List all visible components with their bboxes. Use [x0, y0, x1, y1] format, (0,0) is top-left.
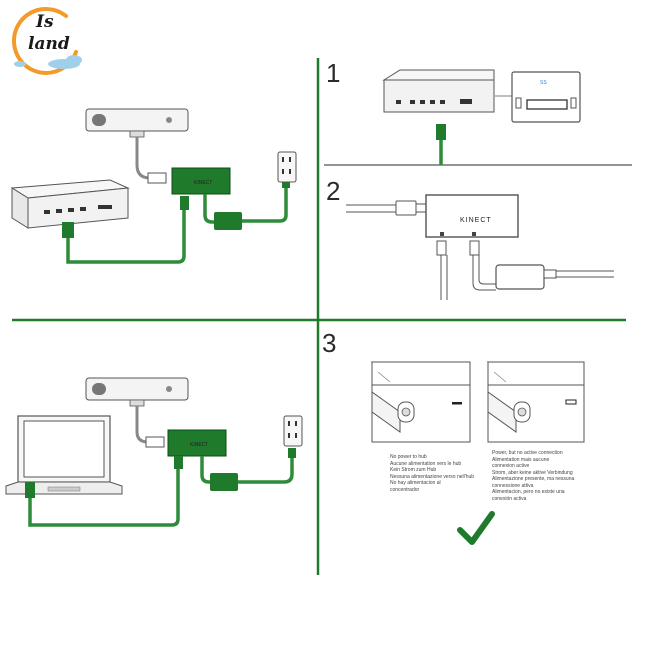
kinect-hub-icon: KINECT — [171, 167, 231, 195]
logo-ring-icon — [12, 6, 82, 75]
step-number-1: 1 — [326, 58, 341, 88]
panel-pc-setup: KINECT — [5, 377, 303, 527]
hub-label: KINECT — [460, 217, 492, 224]
hub-label: KINECT — [190, 442, 208, 448]
caption-power-no-connection: Power, but no active connection Alimenta… — [492, 450, 575, 502]
step-number-2: 2 — [326, 176, 341, 206]
panel-console-setup: KINECT — [10, 108, 297, 264]
power-adapter-icon — [214, 212, 242, 230]
usb-symbol-icon: SS — [540, 80, 547, 86]
power-adapter-icon — [210, 473, 238, 491]
kinect-sensor-icon — [85, 108, 189, 138]
island-logo: Is land — [6, 4, 86, 80]
hub-detail-power — [486, 361, 585, 443]
step-number-3: 3 — [322, 328, 337, 358]
caption-no-power: No power to hub Aucune alimentation vers… — [390, 454, 475, 493]
power-adapter-icon — [495, 264, 545, 290]
checkmark-icon — [457, 511, 495, 545]
logo-text-line1: Is — [36, 12, 54, 32]
hub-detail-no-power — [370, 361, 471, 443]
panel-step-3 — [370, 361, 585, 545]
kinect-sensor-icon — [85, 377, 189, 407]
hub-label: KINECT — [194, 180, 212, 186]
kinect-hub-icon: KINECT — [167, 429, 227, 457]
logo-text-line2: land — [28, 34, 70, 54]
console-icon — [382, 69, 495, 113]
panel-dividers — [12, 58, 632, 575]
console-icon — [10, 179, 130, 229]
usb-port-detail: SS — [511, 71, 581, 123]
power-outlet-icon — [283, 415, 303, 447]
panel-step-1: SS — [382, 69, 581, 165]
power-outlet-icon — [277, 151, 297, 183]
panel-step-2: KINECT — [346, 194, 614, 300]
laptop-icon — [5, 415, 123, 495]
kinect-hub-icon: KINECT — [425, 194, 519, 238]
